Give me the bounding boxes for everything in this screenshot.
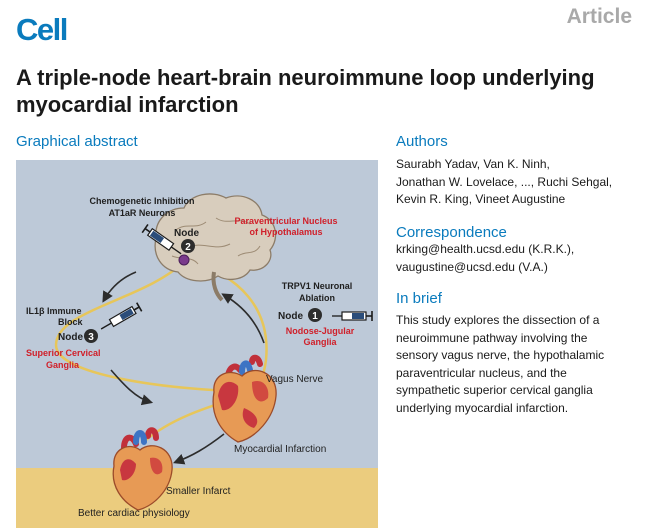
node-3-badge bbox=[84, 329, 98, 343]
label-of-hypothalamus: of Hypothalamus bbox=[249, 227, 322, 237]
in-brief-line: underlying myocardial infarction. bbox=[396, 400, 569, 415]
node-3-number: 3 bbox=[88, 332, 94, 343]
label-ganglia-nodose: Ganglia bbox=[303, 337, 337, 347]
label-block: Block bbox=[58, 317, 84, 327]
journal-logo: Cell bbox=[16, 12, 68, 47]
label-node-2: Node bbox=[174, 228, 199, 239]
label-trpv1-neuronal: TRPV1 Neuronal bbox=[282, 281, 353, 291]
syringe-icon bbox=[100, 302, 143, 330]
authors-line: Kevin R. King, Vineet Augustine bbox=[396, 192, 566, 206]
article-type-label: Article bbox=[566, 5, 632, 28]
label-superior-cervical: Superior Cervical bbox=[26, 348, 101, 358]
authors-heading: Authors bbox=[396, 133, 448, 150]
graphical-abstract-figure: 2 3 1 Chemogenetic Inhibition AT1aR Neur… bbox=[16, 160, 378, 528]
graphical-abstract-heading: Graphical abstract bbox=[16, 133, 138, 150]
node-2-badge bbox=[181, 239, 195, 253]
in-brief-line: This study explores the dissection of a bbox=[396, 313, 600, 327]
in-brief-line: sympathetic superior cervical ganglia bbox=[396, 383, 593, 397]
syringe-icon bbox=[332, 311, 373, 321]
label-nodose-jugular: Nodose-Jugular bbox=[286, 326, 355, 336]
in-brief-line: sensory vagus nerve, the hypothalamic bbox=[396, 348, 605, 362]
flow-arrows bbox=[102, 271, 265, 465]
node-2-number: 2 bbox=[185, 242, 191, 253]
label-node-3: Node bbox=[58, 332, 83, 343]
in-brief-text: This study explores the dissection of a … bbox=[396, 312, 658, 417]
heart-illustration-recovered bbox=[112, 427, 173, 511]
authors-list: Saurabh Yadav, Van K. Ninh, Jonathan W. … bbox=[396, 156, 658, 209]
syringe-icon bbox=[141, 224, 182, 255]
bottom-band bbox=[16, 468, 378, 528]
label-il1b-immune: IL1β Immune bbox=[26, 306, 82, 316]
label-myocardial-infarction: Myocardial Infarction bbox=[234, 444, 326, 455]
email-link[interactable]: vaugustine@ucsd.edu (V.A.) bbox=[396, 259, 548, 274]
label-paraventricular-nucleus: Paraventricular Nucleus bbox=[234, 216, 337, 226]
authors-line: Jonathan W. Lovelace, ..., Ruchi Sehgal, bbox=[396, 174, 613, 189]
email-link[interactable]: krking@health.ucsd.edu (K.R.K.), bbox=[396, 242, 575, 256]
article-title: A triple-node heart-brain neuroimmune lo… bbox=[16, 65, 595, 117]
label-chemogenetic-inhibition: Chemogenetic Inhibition bbox=[90, 196, 195, 206]
label-node-1: Node bbox=[278, 311, 303, 322]
label-vagus-nerve: Vagus Nerve bbox=[266, 374, 324, 385]
brain-illustration bbox=[154, 193, 277, 302]
label-at1ar-neurons: AT1aR Neurons bbox=[109, 208, 176, 218]
correspondence-emails: krking@health.ucsd.edu (K.R.K.), vaugust… bbox=[396, 241, 658, 276]
heart-illustration-infarct bbox=[212, 354, 277, 443]
in-brief-heading: In brief bbox=[396, 290, 442, 307]
label-ablation: Ablation bbox=[299, 293, 335, 303]
in-brief-line: paraventricular nucleus, and the bbox=[396, 365, 567, 380]
label-smaller-infarct: Smaller Infarct bbox=[166, 486, 231, 497]
correspondence-heading: Correspondence bbox=[396, 224, 507, 241]
in-brief-line: neuroimmune pathway involving the bbox=[396, 330, 588, 345]
label-better-cardiac-physiology: Better cardiac physiology bbox=[78, 508, 190, 519]
authors-line: Saurabh Yadav, Van K. Ninh, bbox=[396, 157, 550, 171]
label-ganglia-scg: Ganglia bbox=[46, 360, 80, 370]
node-1-number: 1 bbox=[312, 311, 318, 322]
node-1-badge bbox=[308, 308, 322, 322]
